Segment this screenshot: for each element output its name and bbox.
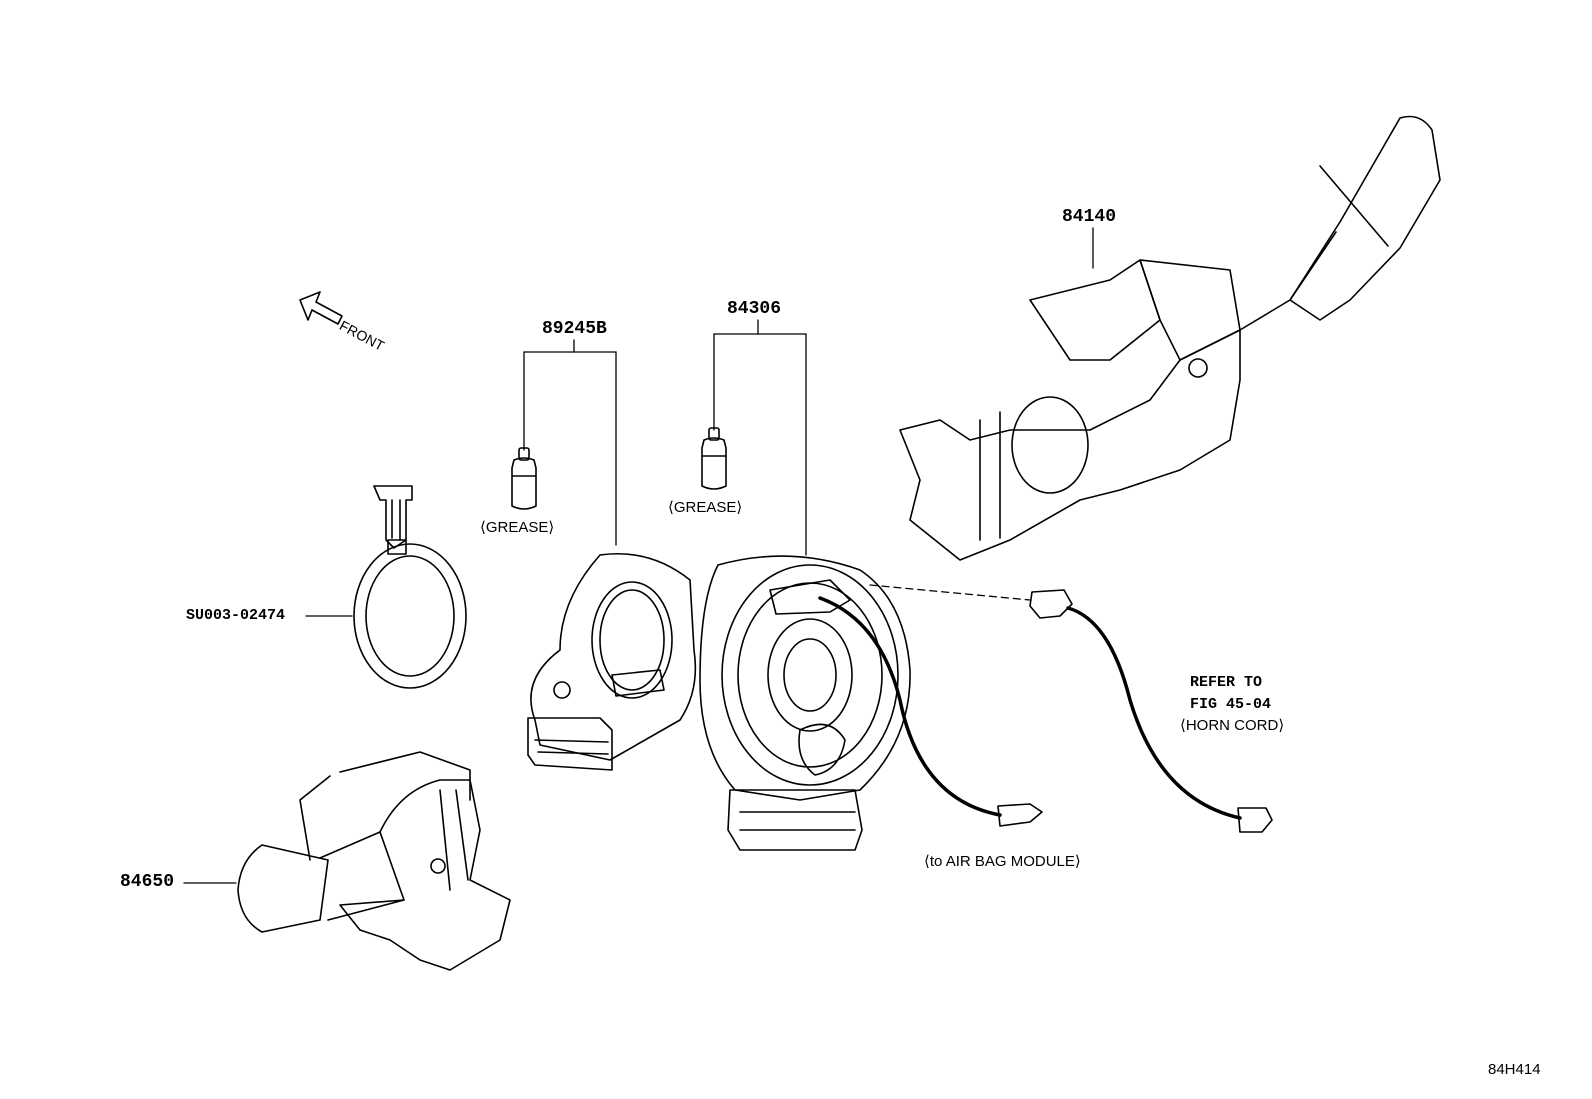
refer-fig-label: FIG 45-04 [1190,696,1272,713]
air-bag-wire [818,596,1043,827]
grease-note-right: ⟨GREASE⟩ [668,499,743,516]
grease-tube-icon [511,447,537,510]
part-number-84306: 84306 [727,299,782,319]
wiper-switch-part [237,751,511,971]
refer-to-label: REFER TO [1190,674,1263,691]
horn-cord-label: ⟨HORN CORD⟩ [1180,717,1285,734]
part-number-84650: 84650 [120,872,175,892]
diagram-code: 84H414 [1488,1061,1541,1078]
air-bag-module-label: ⟨to AIR BAG MODULE⟩ [924,853,1081,870]
part-number-89245b: 89245B [542,319,607,339]
part-number-84140: 84140 [1062,207,1117,227]
grease-note-left: ⟨GREASE⟩ [480,519,555,536]
spiral-cable-part [699,555,911,851]
part-number-su003: SU003-02474 [186,607,286,624]
steering-sensor-part [527,552,697,771]
grease-tube-icon [701,427,727,490]
combination-switch-part [899,115,1441,561]
front-arrow-icon [299,291,343,325]
horn-cord-part [1029,589,1273,833]
band-clamp-part [353,485,467,689]
leader-lines [183,227,1094,884]
